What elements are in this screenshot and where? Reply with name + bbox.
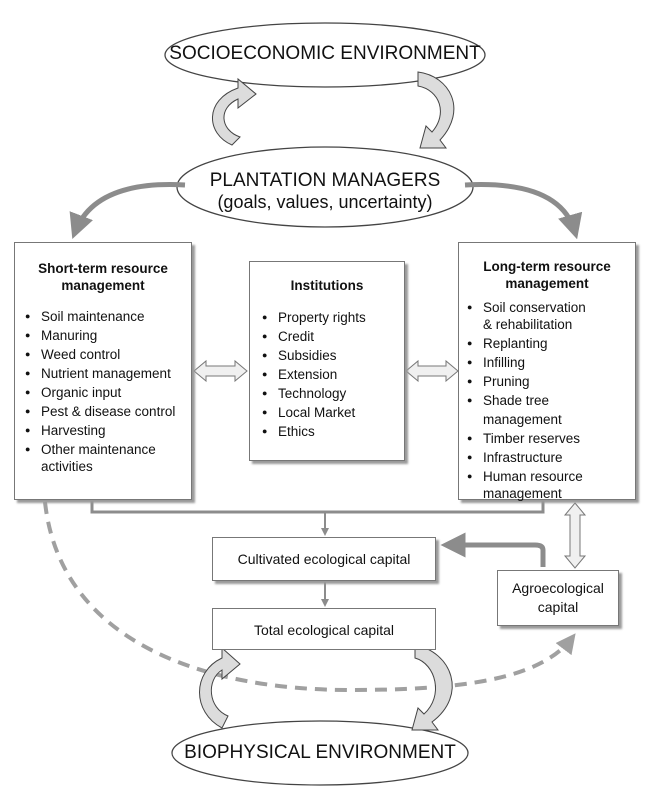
list-item: Weed control	[21, 345, 185, 364]
list-item: Other maintenance	[21, 440, 185, 459]
list-item: Human resource	[463, 467, 631, 486]
list-item-continuation: & rehabilitation	[483, 317, 573, 332]
cultivated-capital-box: Cultivated ecological capital	[212, 537, 436, 581]
cultivated-capital-label: Cultivated ecological capital	[237, 551, 411, 567]
list-item: Credit	[258, 327, 396, 346]
biophysical-label: BIOPHYSICAL ENVIRONMENT	[184, 742, 456, 763]
managers-title: PLANTATION MANAGERS	[209, 170, 441, 191]
list-item: Infilling	[463, 353, 631, 372]
short-term-box: Short-term resource management Soil main…	[14, 242, 192, 500]
list-item-continuation: management	[483, 486, 562, 501]
cycle-arrow-left-top	[212, 77, 257, 146]
long-term-box: Long-term resource management Soil conse…	[458, 242, 636, 503]
institutions-title: Institutions	[290, 278, 364, 293]
double-arrow-institutions-long	[405, 359, 459, 383]
list-item: Nutrient management	[21, 364, 185, 383]
list-item: Organic input	[21, 383, 185, 402]
long-term-title-2: management	[505, 276, 589, 291]
list-item: Manuring	[21, 326, 185, 345]
list-item: Subsidies	[258, 346, 396, 365]
socioeconomic-ellipse	[164, 22, 486, 88]
arrow-managers-to-long-term	[464, 182, 583, 240]
cycle-arrow-right-bottom	[411, 644, 453, 731]
list-item: Local Market	[258, 403, 396, 422]
dashed-arrow-short-to-agroecological	[43, 501, 576, 693]
total-capital-box: Total ecological capital	[212, 608, 436, 650]
list-item: Ethics	[258, 422, 396, 441]
long-term-title-1: Long-term resource	[483, 259, 611, 274]
long-term-list: Soil conservation & rehabilitation Repla…	[463, 298, 631, 503]
short-term-title-1: Short-term resource	[38, 261, 168, 276]
cycle-arrow-right-top	[417, 71, 455, 149]
list-item: Technology	[258, 384, 396, 403]
list-item: Replanting	[463, 334, 631, 353]
biophysical-ellipse	[171, 720, 469, 786]
connector-boxes-merge	[90, 500, 545, 514]
managers-subtitle: (goals, values, uncertainty)	[217, 192, 433, 212]
institutions-box: Institutions Property rights Credit Subs…	[249, 261, 405, 461]
cycle-arrow-left-bottom	[199, 646, 241, 729]
list-item: Soil conservation	[463, 298, 631, 317]
list-item: Harvesting	[21, 421, 185, 440]
list-item: Soil maintenance	[21, 307, 185, 326]
list-item: Shade tree management	[463, 391, 631, 429]
list-item: Property rights	[258, 308, 396, 327]
double-arrow-short-institutions	[193, 359, 248, 383]
total-capital-label: Total ecological capital	[253, 622, 395, 638]
list-item-continuation: activities	[41, 459, 93, 474]
list-item: Timber reserves	[463, 429, 631, 448]
list-item: Pest & disease control	[21, 402, 185, 421]
arrow-agroecological-to-cultivated	[440, 532, 546, 567]
list-item: Infrastructure	[463, 448, 631, 467]
institutions-list: Property rights Credit Subsidies Extensi…	[258, 308, 396, 441]
list-item: Pruning	[463, 372, 631, 391]
short-term-list: Soil maintenance Manuring Weed control N…	[21, 307, 185, 476]
agroecological-label-2: capital	[537, 599, 579, 615]
arrow-managers-to-short-term	[69, 182, 186, 239]
short-term-title-2: management	[61, 278, 145, 293]
agroecological-capital-box: Agroecological capital	[497, 570, 619, 626]
socioeconomic-label: SOCIOECONOMIC ENVIRONMENT	[169, 43, 481, 64]
double-arrow-long-agroecological	[563, 502, 587, 569]
agroecological-label-1: Agroecological	[512, 580, 604, 596]
list-item: Extension	[258, 365, 396, 384]
